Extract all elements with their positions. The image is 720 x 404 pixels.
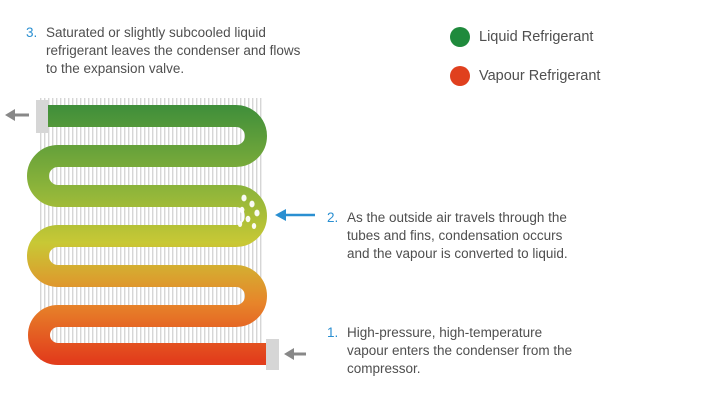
inflow-arrow-icon (284, 348, 306, 360)
step-3-number: 3. (26, 25, 38, 40)
legend-item-liquid: Liquid Refrigerant (450, 26, 600, 48)
step-1-number: 1. (327, 325, 339, 340)
condenser-tube (27, 105, 270, 365)
inlet-fitting (266, 339, 279, 370)
outflow-arrow-icon (5, 109, 29, 121)
step-2-text: As the outside air travels through the t… (347, 210, 568, 261)
step-2-note: 2. As the outside air travels through th… (327, 209, 617, 263)
outlet-fitting (36, 100, 48, 133)
airflow-arrow-icon (275, 209, 315, 221)
step-1-text: High-pressure, high-temperature vapour e… (347, 325, 573, 376)
legend-label-liquid: Liquid Refrigerant (479, 29, 594, 45)
condensation-droplets-icon (237, 194, 260, 229)
legend: Liquid Refrigerant Vapour Refrigerant (450, 26, 600, 104)
vapour-dot-icon (450, 66, 470, 86)
step-2-number: 2. (327, 210, 339, 225)
step-3-text: Saturated or slightly subcooled liquid r… (46, 25, 301, 76)
liquid-dot-icon (450, 27, 470, 47)
step-1-note: 1. High-pressure, high-temperature vapou… (327, 324, 617, 378)
legend-item-vapour: Vapour Refrigerant (450, 65, 600, 87)
step-3-note: 3. Saturated or slightly subcooled liqui… (26, 24, 366, 78)
legend-label-vapour: Vapour Refrigerant (479, 68, 601, 84)
